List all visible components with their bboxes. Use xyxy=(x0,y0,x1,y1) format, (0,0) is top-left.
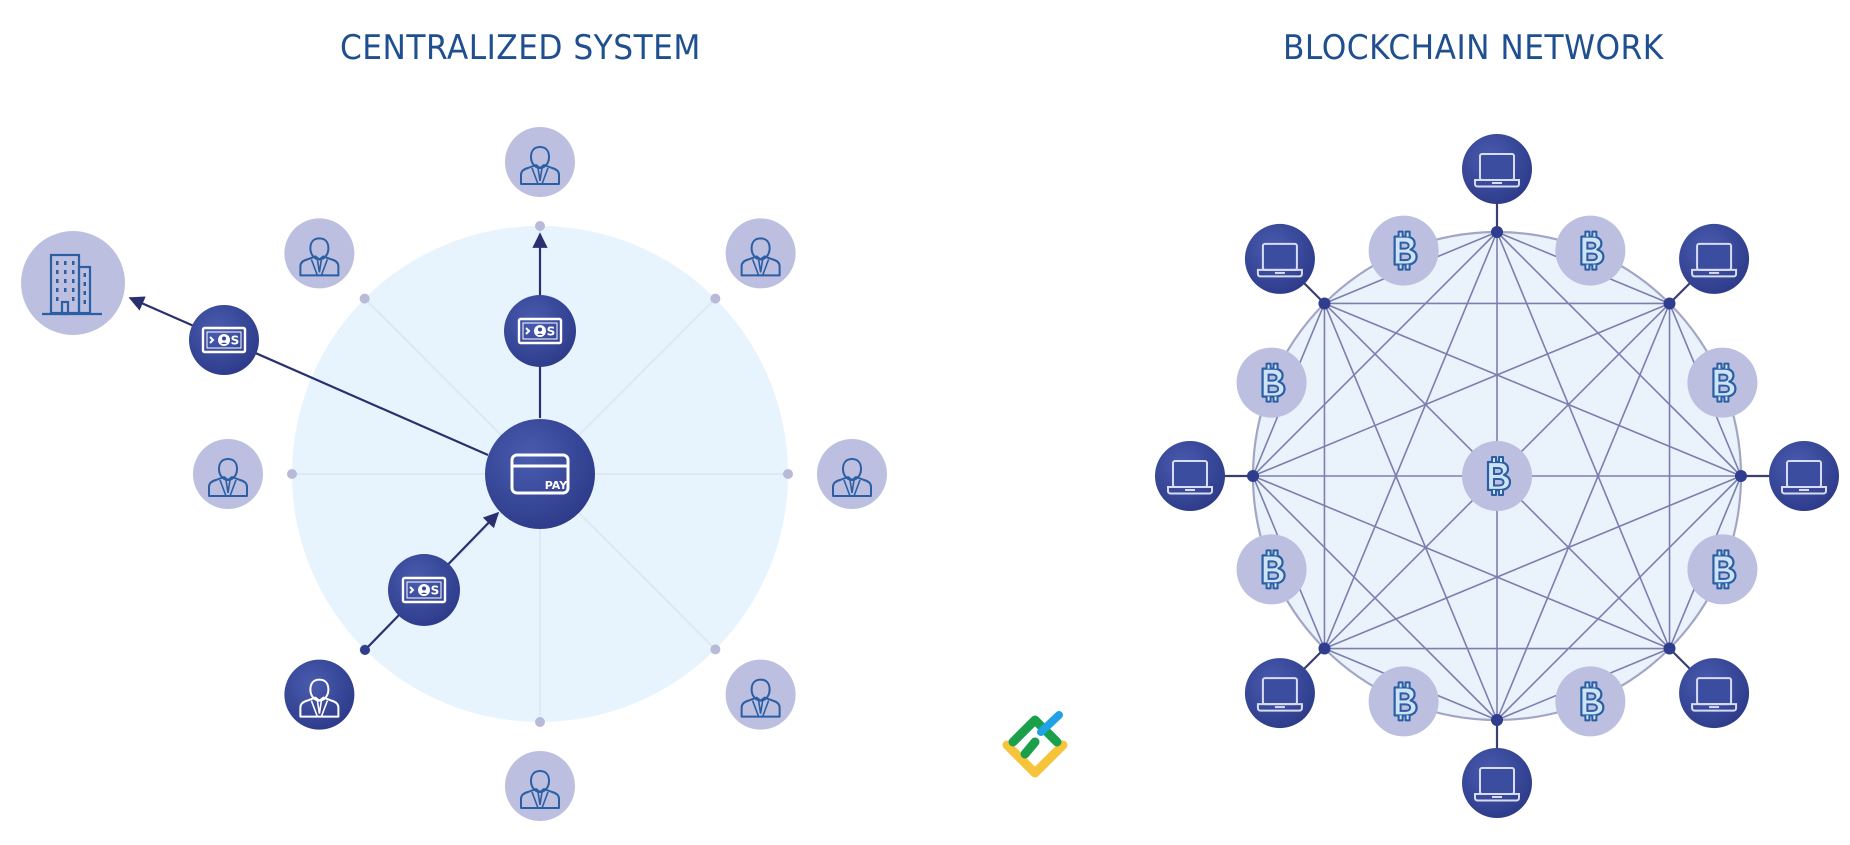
money-node-left xyxy=(189,305,259,375)
junction-dot xyxy=(1491,226,1503,238)
window xyxy=(56,297,59,301)
junction-dot xyxy=(1735,470,1747,482)
centralized-system-diagram: PAY xyxy=(21,127,887,821)
window xyxy=(64,270,67,274)
ring-bitcoin-node xyxy=(1555,666,1626,737)
spoke-dot xyxy=(359,293,370,304)
building-node xyxy=(21,231,125,335)
window xyxy=(56,261,59,265)
brand-logo xyxy=(1002,711,1068,778)
mesh-edge xyxy=(1496,231,1671,649)
junction-dot xyxy=(1318,642,1331,655)
ring-bitcoin-node xyxy=(1687,347,1758,418)
user-node-bottom-right xyxy=(725,659,796,730)
peer-laptops xyxy=(1155,134,1839,818)
window xyxy=(72,279,75,283)
user-node-right xyxy=(817,439,887,509)
junction-dot xyxy=(1663,297,1676,310)
mesh-edge xyxy=(1323,303,1498,721)
ring-bitcoin-node xyxy=(1236,534,1307,605)
credit-card-icon: PAY xyxy=(510,453,570,495)
window xyxy=(72,261,75,265)
laptop-node-left xyxy=(1155,441,1225,511)
junction-dot xyxy=(1318,297,1331,310)
laptop-node-top xyxy=(1462,134,1532,204)
user-node-bottom xyxy=(505,751,575,821)
user-nodes xyxy=(193,127,887,821)
laptop-node-bottom-right xyxy=(1679,658,1750,729)
mesh-edge xyxy=(1252,475,1670,650)
pay-center-node: PAY xyxy=(485,419,595,529)
ring-bitcoin-node xyxy=(1368,215,1439,286)
junction-dot xyxy=(1663,642,1676,655)
laptop-node-top-right xyxy=(1679,223,1750,294)
window xyxy=(72,270,75,274)
user-node-bottom-left xyxy=(284,659,355,730)
mesh-edge xyxy=(1323,231,1498,649)
window xyxy=(64,279,67,283)
junction-dot xyxy=(1247,470,1259,482)
window xyxy=(56,279,59,283)
centralized-system-title: CENTRALIZED SYSTEM xyxy=(340,28,701,68)
window xyxy=(56,270,59,274)
junction-dot xyxy=(1491,714,1503,726)
spoke-dot xyxy=(287,469,297,479)
center-bitcoin-node xyxy=(1462,441,1532,511)
user-node-top-left xyxy=(284,218,355,289)
building-icon xyxy=(42,253,102,316)
window xyxy=(72,288,75,292)
spoke-dot xyxy=(783,469,793,479)
money-node-top xyxy=(504,295,576,367)
flow-origin-dot xyxy=(360,645,370,655)
ring-bitcoin-tokens xyxy=(1236,215,1758,737)
spoke-dot xyxy=(710,293,721,304)
user-node-left xyxy=(193,439,263,509)
mesh-edge xyxy=(1324,302,1742,477)
ring-bitcoin-node xyxy=(1555,215,1626,286)
ring-bitcoin-node xyxy=(1236,347,1307,418)
flow-arrow-to-building xyxy=(128,296,489,457)
window xyxy=(64,288,67,292)
window xyxy=(64,261,67,265)
mesh-edge xyxy=(1324,475,1742,650)
mesh-junction-dots xyxy=(1247,226,1747,726)
spoke-dot xyxy=(535,221,545,231)
pay-label: PAY xyxy=(545,479,569,492)
blockchain-network-title: BLOCKCHAIN NETWORK xyxy=(1283,28,1664,68)
spoke-dot xyxy=(535,717,545,727)
mesh-edge xyxy=(1252,475,1498,721)
user-node-top xyxy=(505,127,575,197)
spoke-dot xyxy=(710,644,721,655)
window xyxy=(56,288,59,292)
laptop-node-right xyxy=(1769,441,1839,511)
laptop-node-bottom xyxy=(1462,748,1532,818)
laptop-node-bottom-left xyxy=(1244,658,1315,729)
window xyxy=(72,297,75,301)
ring-bitcoin-node xyxy=(1687,534,1758,605)
user-node-top-right xyxy=(725,218,796,289)
ring-bitcoin-node xyxy=(1368,666,1439,737)
mesh-edge xyxy=(1496,303,1671,721)
money-node-bottom-left xyxy=(388,554,460,626)
mesh-edge xyxy=(1252,302,1670,477)
laptop-node-top-left xyxy=(1244,223,1315,294)
blockchain-network-diagram xyxy=(1155,134,1839,818)
